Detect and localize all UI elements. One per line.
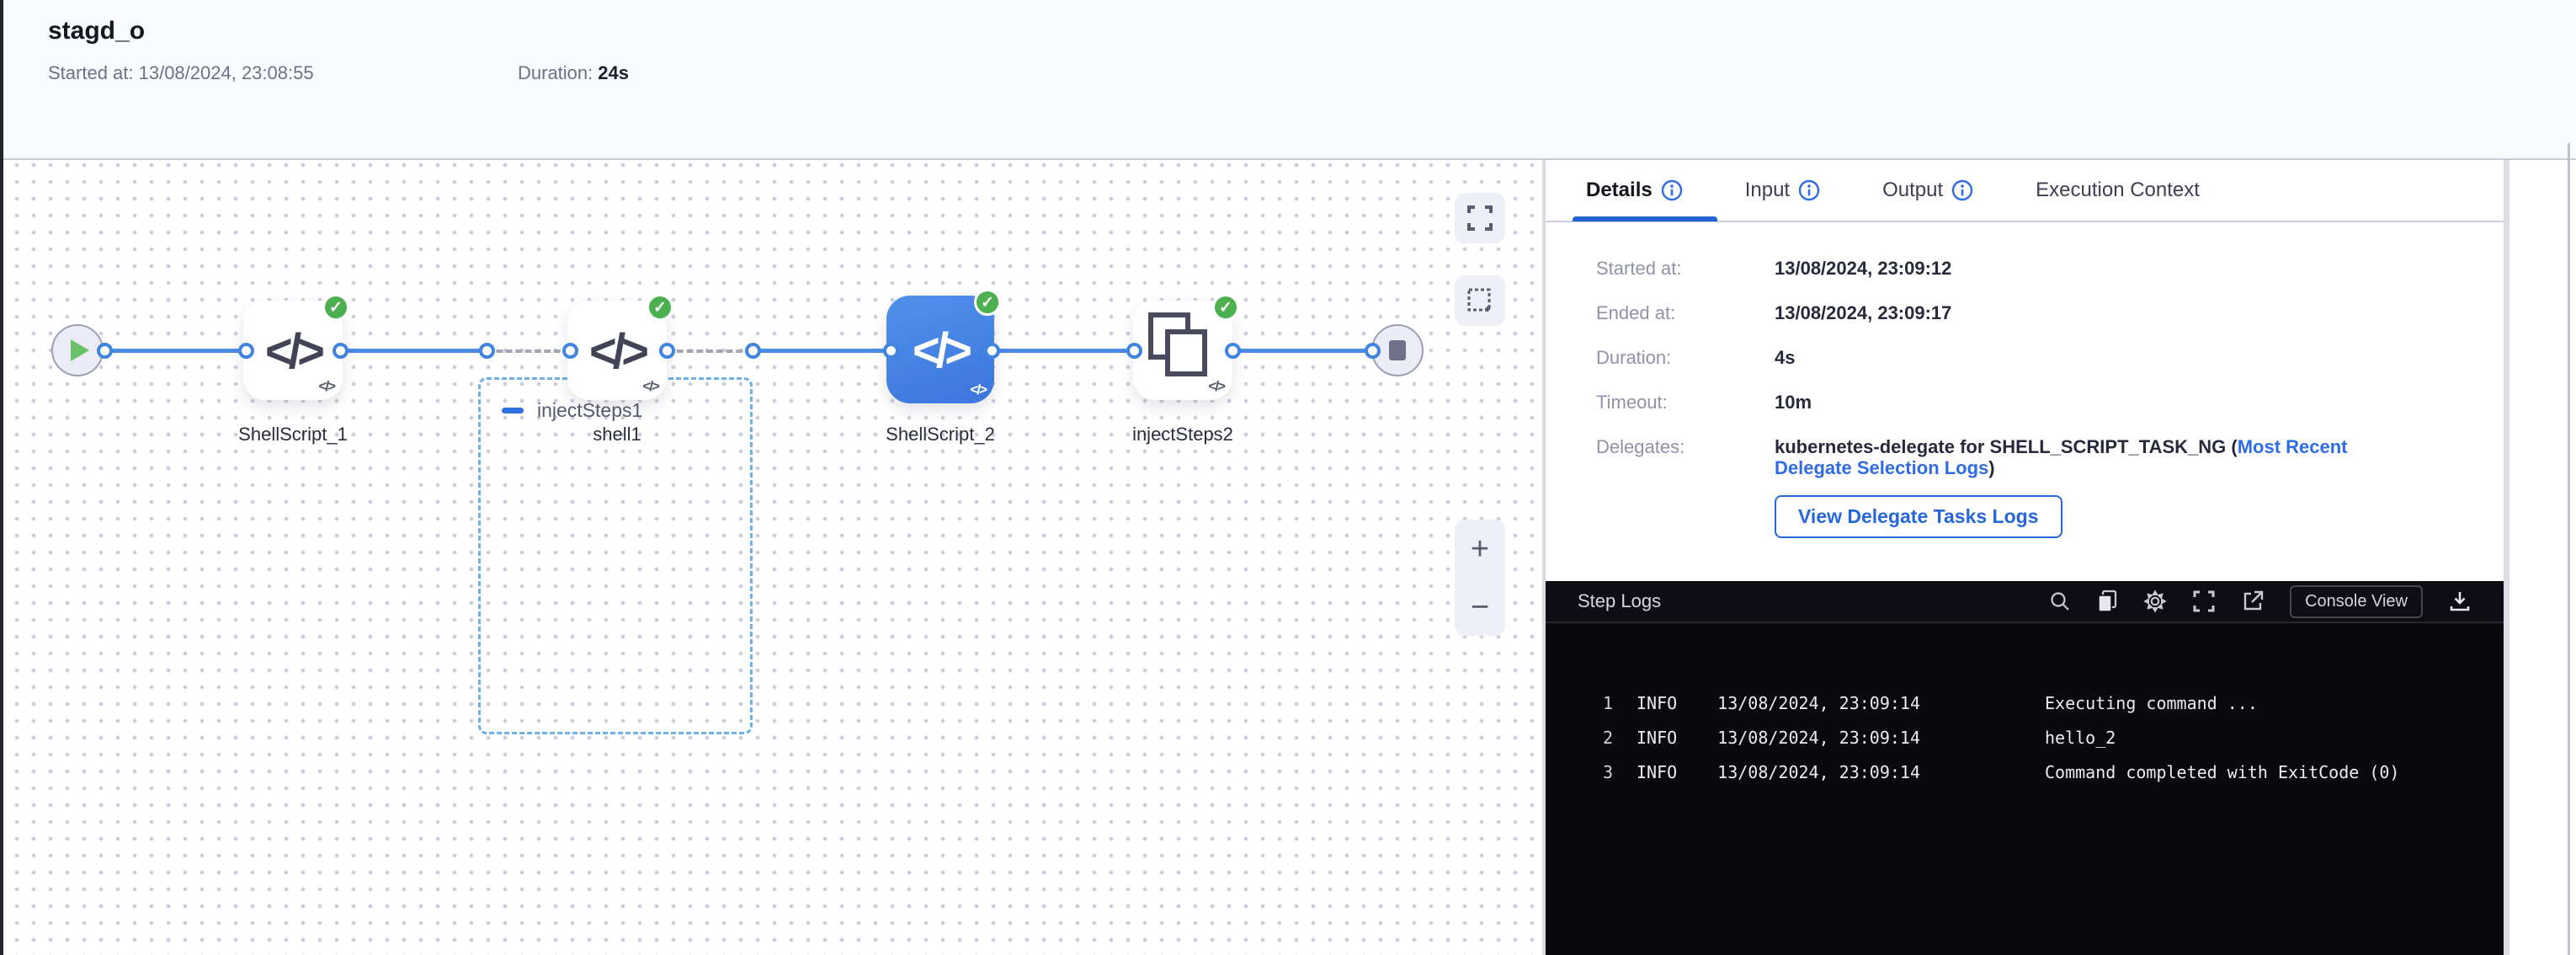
duration-text: Duration:24s xyxy=(518,62,629,84)
edge-shell1-to-group-end xyxy=(667,349,753,353)
port[interactable] xyxy=(238,343,254,359)
success-badge-icon: ✓ xyxy=(647,294,673,321)
detail-row: Duration: 4s xyxy=(1596,347,1796,368)
copy-icon[interactable] xyxy=(2096,590,2118,613)
zoom-out-button[interactable]: − xyxy=(1470,589,1490,625)
tab-input[interactable]: Input xyxy=(1745,179,1820,202)
edge-injectsteps2-to-end xyxy=(1232,349,1372,353)
shell-script-icon: </> xyxy=(589,322,649,379)
port[interactable] xyxy=(745,343,761,359)
port[interactable] xyxy=(1365,343,1381,359)
canvas-zoom-controls: + − xyxy=(1455,520,1505,636)
left-edge-strip xyxy=(0,0,3,955)
pipeline-canvas[interactable]: injectSteps1 </> </> xyxy=(0,162,1542,955)
zoom-in-button[interactable]: + xyxy=(1470,531,1490,567)
success-badge-icon: ✓ xyxy=(322,294,349,321)
info-icon xyxy=(1798,179,1820,201)
edge-group-to-shell1 xyxy=(487,349,570,353)
stage-title: stagd_o xyxy=(48,17,146,45)
node-label: injectSteps2 xyxy=(1132,424,1233,445)
panel-scroll-track[interactable] xyxy=(2504,160,2509,955)
port[interactable] xyxy=(562,343,578,359)
tab-execution-context[interactable]: Execution Context xyxy=(2036,179,2200,201)
settings-gear-icon[interactable] xyxy=(2143,590,2167,613)
detail-row: Timeout: 10m xyxy=(1596,392,1812,413)
group-header: injectSteps1 xyxy=(502,399,642,422)
log-line: 1 INFO 13/08/2024, 23:09:14 Executing co… xyxy=(1602,692,2258,713)
shell-script-icon: </> xyxy=(265,322,325,379)
canvas-select-button[interactable] xyxy=(1455,275,1505,326)
node-label: ShellScript_1 xyxy=(238,424,348,445)
port[interactable] xyxy=(333,343,349,359)
log-line: 2 INFO 13/08/2024, 23:09:14 hello_2 xyxy=(1602,727,2116,748)
duration-value: 24s xyxy=(598,62,629,83)
start-node[interactable] xyxy=(51,324,104,376)
edge-group-to-shellscript2 xyxy=(753,349,891,353)
step-group-icon xyxy=(1165,329,1207,376)
detail-tabs: Details Input Output xyxy=(1546,160,2504,222)
step-node-injectsteps2[interactable]: </> ✓ xyxy=(1133,294,1239,400)
play-icon xyxy=(71,339,89,361)
group-label: injectSteps1 xyxy=(537,399,643,421)
code-mini-icon: </> xyxy=(1208,378,1226,394)
port[interactable] xyxy=(883,343,899,359)
view-delegate-tasks-logs-button[interactable]: View Delegate Tasks Logs xyxy=(1775,495,2062,538)
details-content: Started at: 13/08/2024, 23:09:12 Ended a… xyxy=(1596,258,2472,538)
port[interactable] xyxy=(1225,343,1241,359)
tab-details[interactable]: Details xyxy=(1586,179,1683,202)
right-edge-line xyxy=(2568,143,2570,955)
step-logs-header: Step Logs Console xyxy=(1546,581,2504,623)
node-label: ShellScript_2 xyxy=(886,424,995,445)
log-line: 3 INFO 13/08/2024, 23:09:14 Command comp… xyxy=(1602,761,2400,782)
step-node-shell1[interactable]: </> </> ✓ xyxy=(567,294,673,400)
shell-script-icon: </> xyxy=(913,321,972,378)
port[interactable] xyxy=(97,343,113,359)
stop-icon xyxy=(1389,340,1406,360)
log-body[interactable]: 1 INFO 13/08/2024, 23:09:14 Executing co… xyxy=(1546,623,2504,955)
code-mini-icon: </> xyxy=(318,378,336,394)
step-node-shellscript2-selected[interactable]: </> </> ✓ xyxy=(886,289,1001,403)
stage-header: stagd_o Started at: 13/08/2024, 23:08:55… xyxy=(0,0,2576,160)
delegates-value: kubernetes-delegate for SHELL_SCRIPT_TAS… xyxy=(1775,436,2348,478)
marquee-select-icon xyxy=(1467,288,1491,312)
code-mini-icon: </> xyxy=(970,381,987,397)
port[interactable] xyxy=(984,343,1000,359)
edge-shellscript2-to-injectsteps2 xyxy=(992,349,1134,353)
port[interactable] xyxy=(479,343,495,359)
canvas-fullscreen-button[interactable] xyxy=(1455,193,1505,243)
started-at-text: Started at: 13/08/2024, 23:08:55 xyxy=(48,62,314,83)
success-badge-icon: ✓ xyxy=(1212,294,1239,321)
tab-output[interactable]: Output xyxy=(1882,179,1973,202)
console-view-button[interactable]: Console View xyxy=(2290,584,2423,618)
step-logs-title: Step Logs xyxy=(1578,590,1662,611)
node-label: shell1 xyxy=(593,424,641,445)
edge-start-to-shellscript1 xyxy=(104,349,246,353)
edge-shellscript1-to-group xyxy=(340,349,487,353)
step-node-shellscript1[interactable]: </> </> ✓ xyxy=(243,294,349,400)
fullscreen-icon xyxy=(1467,205,1493,231)
active-tab-underline xyxy=(1573,216,1717,221)
detail-row: Started at: 13/08/2024, 23:09:12 xyxy=(1596,258,1952,279)
download-icon[interactable] xyxy=(2448,590,2472,613)
expand-fullscreen-icon[interactable] xyxy=(2192,590,2216,613)
search-icon[interactable] xyxy=(2049,590,2071,612)
log-actions: Console View xyxy=(2049,584,2472,618)
duration-label: Duration: xyxy=(518,62,593,83)
open-external-icon[interactable] xyxy=(2241,590,2265,613)
info-icon xyxy=(1951,179,1973,201)
step-logs-panel: Step Logs Console xyxy=(1546,581,2504,955)
detail-row: Ended at: 13/08/2024, 23:09:17 xyxy=(1596,302,1952,323)
port[interactable] xyxy=(659,343,675,359)
code-mini-icon: </> xyxy=(642,378,660,394)
detail-row-delegates: Delegates: kubernetes-delegate for SHELL… xyxy=(1596,436,2472,478)
success-badge-icon: ✓ xyxy=(974,289,1001,316)
collapse-group-icon[interactable] xyxy=(502,408,524,413)
info-icon xyxy=(1661,179,1682,201)
delegate-selection-logs-link[interactable]: Most Recent Delegate Selection Logs xyxy=(1775,436,2348,478)
panel-divider xyxy=(1542,160,1546,955)
port[interactable] xyxy=(1126,343,1142,359)
